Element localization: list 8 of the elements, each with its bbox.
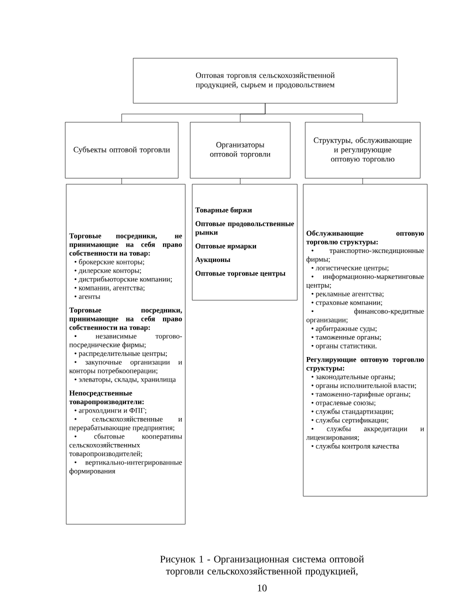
category-box: Организаторы оптовой торговли: [190, 122, 290, 178]
category-box: Субъекты оптовой торговли: [65, 122, 178, 178]
caption: Рисунок 1 - Организационная система оптовой торговли сельскохозяйственной продукцией,: [160, 556, 364, 577]
category-box: Структуры, обслуживающие и регулирующие оптовую торговлю: [305, 122, 420, 178]
connector-line: [362, 178, 363, 184]
title-box: Оптовая торговля сельскохозяйственной продукцией, сырьем и продовольствием: [133, 58, 398, 104]
connector-line: [265, 103, 363, 122]
page-number: 10: [258, 584, 267, 592]
